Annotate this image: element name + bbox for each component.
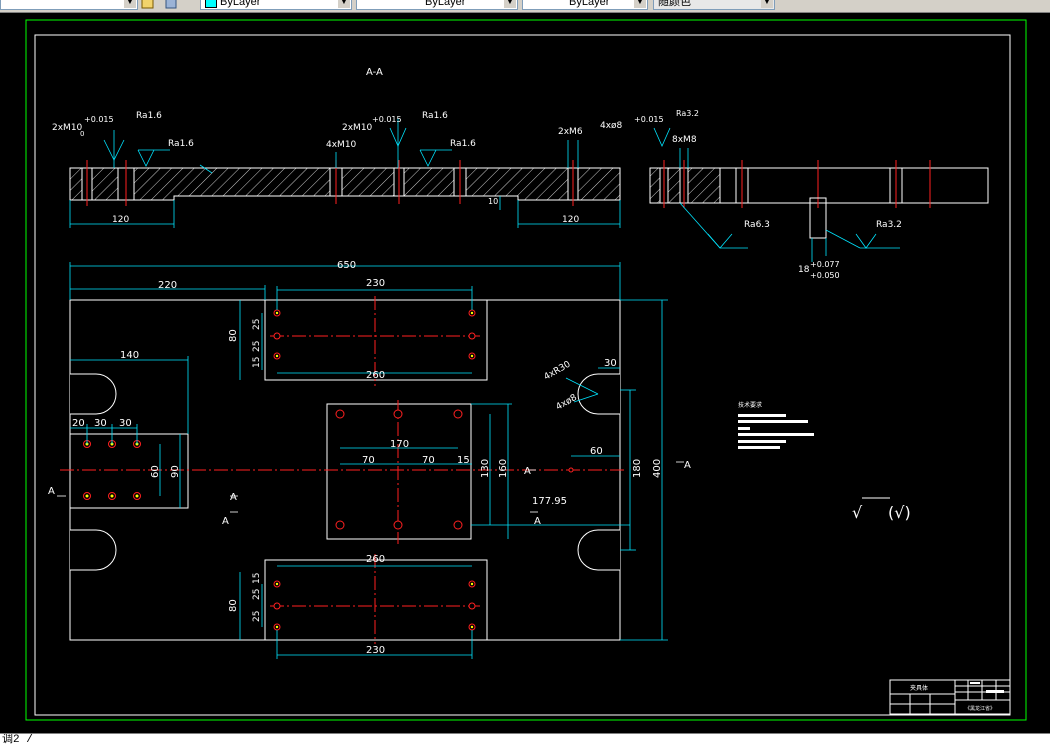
command-line-text: 调2 /: [2, 734, 33, 745]
chevron-down-icon[interactable]: ▼: [124, 0, 136, 8]
color-combo-label: ByLayer: [220, 0, 261, 8]
dim-260-top: 260: [366, 370, 385, 381]
dim-260-bottom: 260: [366, 554, 385, 565]
layer-combo[interactable]: ▼: [0, 0, 138, 10]
title-block: 夹具体 《黑龙江省》: [889, 679, 1011, 715]
section-view: [69, 160, 989, 239]
section-markers: [57, 461, 684, 513]
dim-25-c: 25: [252, 611, 262, 622]
callout-2xm10-b-sup: +0.015: [372, 115, 402, 124]
chevron-down-icon[interactable]: ▼: [634, 0, 646, 8]
dim-60-h: 60: [590, 446, 603, 457]
roughness-r7: Ra3.2: [676, 109, 699, 118]
dim-170: 170: [390, 439, 409, 450]
callout-2xm10-b: 2xM10: [342, 123, 373, 133]
linetype-combo[interactable]: ByLayer ▼: [356, 0, 518, 10]
dim-177-95: 177.95: [532, 496, 567, 507]
section-marker-a6: A: [684, 460, 691, 471]
plan-dimension-lines: [69, 262, 668, 659]
sheet-inner-border: [34, 34, 1011, 716]
chevron-down-icon[interactable]: ▼: [761, 0, 773, 8]
callout-4xd8-plan: 4xø8: [555, 393, 580, 413]
roughness-r2: Ra1.6: [168, 139, 194, 149]
layer-previous-icon[interactable]: [164, 0, 178, 10]
technical-notes: 技术要求: [738, 401, 814, 449]
layer-states-icon[interactable]: [141, 0, 155, 10]
dim-80-top: 80: [228, 329, 239, 342]
dim-25-b: 25: [252, 341, 262, 352]
dim-70-b: 70: [422, 455, 435, 466]
dim-25-d: 25: [252, 589, 262, 600]
lineweight-combo-label: ByLayer: [569, 0, 610, 8]
properties-toolbar: ▼ ByLayer ▼ ByLayer ▼ ByLayer ▼ 随颜色 ▼: [0, 0, 1050, 13]
callout-4xd8: 4xø8: [600, 121, 623, 131]
dim-650: 650: [337, 260, 356, 271]
dim-30-b: 30: [119, 418, 132, 429]
callout-2xm6: 2xM6: [558, 127, 583, 137]
drawing-svg: A-A: [25, 19, 1027, 721]
dim-15-b: 15: [457, 455, 470, 466]
section-title: A-A: [366, 67, 383, 78]
dim-120-right: 120: [562, 215, 579, 225]
dim-10: 10: [488, 197, 498, 206]
dim-120-left: 120: [112, 215, 129, 225]
roughness-r3: Ra1.6: [422, 111, 448, 121]
color-swatch-icon: [205, 0, 217, 8]
dim-60-v: 60: [150, 465, 161, 478]
dim-180: 180: [632, 459, 643, 478]
dim-130: 130: [480, 459, 491, 478]
surface-finish-symbols: √ (√): [852, 503, 911, 522]
plotstyle-combo-label: 随颜色: [658, 0, 691, 8]
tolerance-18-lower: +0.050: [810, 271, 840, 280]
finish-symbol-right: (√): [888, 503, 911, 522]
section-marker-a4: A: [524, 466, 531, 477]
dim-90: 90: [170, 465, 181, 478]
dim-15-a: 15: [252, 357, 262, 368]
roughness-r1: Ra1.6: [136, 111, 162, 121]
section-marker-a3: A: [222, 516, 229, 527]
dim-230-bottom: 230: [366, 645, 385, 656]
dim-30-a: 30: [94, 418, 107, 429]
dim-140: 140: [120, 350, 139, 361]
plotstyle-combo[interactable]: 随颜色 ▼: [653, 0, 775, 10]
roughness-r6: Ra3.2: [876, 220, 902, 230]
callout-2xm10: 2xM10: [52, 123, 83, 133]
drawing-canvas[interactable]: A-A: [0, 12, 1050, 732]
tolerance-18: 18: [798, 265, 810, 275]
chevron-down-icon[interactable]: ▼: [338, 0, 350, 8]
notes-title: 技术要求: [738, 401, 762, 409]
sheet-outer-border: [25, 19, 1027, 721]
section-marker-a2: A: [230, 492, 237, 503]
dim-20: 20: [72, 418, 85, 429]
dim-15-c: 15: [252, 573, 262, 584]
lineweight-combo[interactable]: ByLayer ▼: [522, 0, 648, 10]
command-line[interactable]: 调2 /: [0, 733, 1050, 745]
roughness-r5: Ra6.3: [744, 220, 770, 230]
dim-30-right: 30: [604, 358, 617, 369]
color-combo[interactable]: ByLayer ▼: [200, 0, 352, 10]
callout-4xm10: 4xM10: [326, 140, 357, 150]
finish-symbol-left: √: [852, 503, 863, 522]
tolerance-18-upper: +0.077: [810, 260, 840, 269]
dim-400: 400: [652, 459, 663, 478]
callout-8xm8: 8xM8: [672, 135, 697, 145]
title-block-part-name: 夹具体: [910, 684, 928, 692]
roughness-r4: Ra1.6: [450, 139, 476, 149]
section-marker-a1: A: [48, 486, 55, 497]
dim-80-bottom: 80: [228, 599, 239, 612]
dim-160: 160: [498, 459, 509, 478]
linetype-combo-label: ByLayer: [425, 0, 466, 8]
section-annotations: [69, 118, 900, 262]
callout-4xd8-sup: +0.015: [634, 115, 664, 124]
plan-view: [60, 296, 626, 644]
title-block-bottom-text: 《黑龙江省》: [965, 705, 995, 712]
section-marker-a5: A: [534, 516, 541, 527]
callout-2xm10-sup: +0.015: [84, 115, 114, 124]
dim-230-top: 230: [366, 278, 385, 289]
dim-25-a: 25: [252, 319, 262, 330]
chevron-down-icon[interactable]: ▼: [504, 0, 516, 8]
callout-2xm10-sub: 0: [80, 130, 84, 138]
dim-220: 220: [158, 280, 177, 291]
dim-70-a: 70: [362, 455, 375, 466]
